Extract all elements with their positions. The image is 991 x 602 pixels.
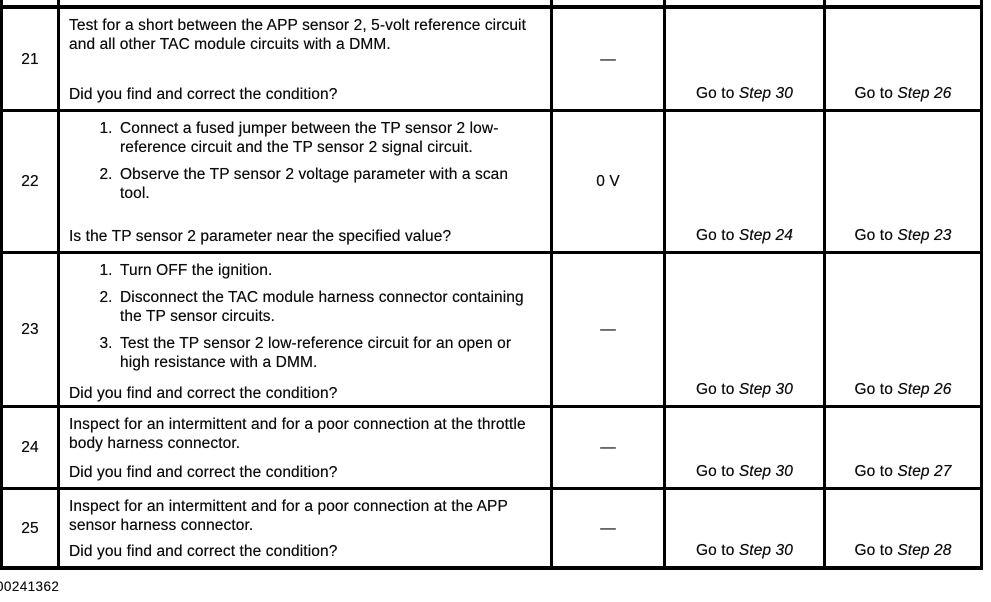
yes-goto-text: Go to Step 30	[696, 463, 793, 480]
no-step-ref: Step 23	[897, 227, 952, 244]
action-paragraph: Inspect for an intermittent and for a po…	[69, 416, 526, 452]
value-text: —	[600, 321, 616, 338]
action-paragraph: Test for a short between the APP sensor …	[69, 17, 527, 53]
figure-id-text: 00241362	[0, 579, 60, 594]
action-list: Connect a fused jumper between the TP se…	[69, 119, 540, 203]
step-number: 22	[21, 173, 39, 190]
step-number-cell: 25	[3, 490, 60, 566]
stub-value-cell	[553, 0, 666, 5]
step-number: 23	[21, 321, 39, 338]
yes-step-ref: Step 30	[738, 381, 793, 398]
no-cell: Go to Step 28	[826, 490, 983, 566]
previous-row-stub	[3, 0, 983, 9]
action-list: Turn OFF the ignition. Disconnect the TAC…	[69, 261, 540, 372]
step-number: 25	[21, 519, 39, 537]
no-goto-text: Go to Step 27	[854, 463, 952, 480]
no-step-ref: Step 27	[897, 463, 952, 480]
value-text: —	[600, 50, 616, 68]
stub-no-cell	[826, 0, 983, 5]
no-cell: Go to Step 27	[826, 408, 983, 487]
yes-step-ref: Step 30	[738, 542, 793, 559]
no-goto-text: Go to Step 26	[854, 381, 952, 398]
question-text: Did you find and correct the condition?	[69, 385, 338, 402]
no-cell: Go to Step 23	[826, 112, 983, 251]
yes-step-ref: Step 30	[738, 85, 793, 102]
yes-cell: Go to Step 24	[666, 112, 826, 251]
table-rows: 21 Test for a short between the APP sens…	[3, 9, 983, 570]
action-instructions: Inspect for an intermittent and for a po…	[69, 415, 540, 453]
no-goto-text: Go to Step 26	[854, 85, 952, 102]
step-number-cell: 23	[3, 254, 60, 405]
action-cell: Test for a short between the APP sensor …	[60, 9, 553, 109]
yes-cell: Go to Step 30	[666, 408, 826, 487]
action-instructions: Turn OFF the ignition. Disconnect the TAC…	[69, 261, 540, 380]
no-step-ref: Step 26	[897, 381, 952, 398]
yes-cell: Go to Step 30	[666, 490, 826, 566]
value-cell: —	[553, 254, 666, 405]
diagnostic-table: 21 Test for a short between the APP sens…	[0, 0, 983, 570]
table-row: 21 Test for a short between the APP sens…	[3, 9, 983, 112]
yes-goto-text: Go to Step 30	[696, 542, 793, 559]
no-cell: Go to Step 26	[826, 254, 983, 405]
stub-action-cell	[60, 0, 553, 5]
value-cell: —	[553, 408, 666, 487]
value-cell: 0 V	[553, 112, 666, 251]
no-step-ref: Step 28	[897, 542, 952, 559]
action-list-item: Connect a fused jumper between the TP se…	[117, 119, 524, 157]
value-cell: —	[553, 9, 666, 109]
action-instructions: Connect a fused jumper between the TP se…	[69, 119, 540, 211]
no-goto-text: Go to Step 23	[854, 227, 952, 244]
action-paragraph: Inspect for an intermittent and for a po…	[69, 498, 508, 534]
step-number: 24	[21, 439, 39, 456]
step-number-cell: 21	[3, 9, 60, 109]
step-number-cell: 24	[3, 408, 60, 487]
yes-goto-text: Go to Step 30	[696, 85, 793, 102]
yes-step-ref: Step 30	[738, 463, 793, 480]
action-list-item: Turn OFF the ignition.	[117, 261, 524, 280]
action-cell: Inspect for an intermittent and for a po…	[60, 408, 553, 487]
yes-cell: Go to Step 30	[666, 254, 826, 405]
action-instructions: Inspect for an intermittent and for a po…	[69, 497, 540, 535]
yes-cell: Go to Step 30	[666, 9, 826, 109]
table-row: 22 Connect a fused jumper between the TP…	[3, 112, 983, 254]
stub-yes-cell	[666, 0, 826, 5]
action-list-item: Test the TP sensor 2 low-reference circu…	[117, 334, 524, 372]
table-row: 24 Inspect for an intermittent and for a…	[3, 408, 983, 490]
no-cell: Go to Step 26	[826, 9, 983, 109]
stub-step-cell	[3, 0, 60, 5]
question-text: Did you find and correct the condition?	[69, 464, 338, 481]
table-row: 23 Turn OFF the ignition. Disconnect the …	[3, 254, 983, 408]
question-text: Is the TP sensor 2 parameter near the sp…	[69, 228, 452, 245]
step-number: 21	[21, 50, 39, 68]
value-text: —	[600, 519, 616, 537]
question-text: Did you find and correct the condition?	[69, 86, 338, 103]
yes-goto-text: Go to Step 30	[696, 381, 793, 398]
action-instructions: Test for a short between the APP sensor …	[69, 16, 540, 54]
action-list-item: Observe the TP sensor 2 voltage paramete…	[117, 165, 524, 203]
question-text: Did you find and correct the condition?	[69, 543, 338, 560]
action-list-item: Disconnect the TAC module harness connec…	[117, 288, 524, 326]
action-cell: Connect a fused jumper between the TP se…	[60, 112, 553, 251]
yes-goto-text: Go to Step 24	[696, 227, 793, 244]
no-goto-text: Go to Step 28	[854, 542, 952, 559]
action-cell: Turn OFF the ignition. Disconnect the TAC…	[60, 254, 553, 405]
no-step-ref: Step 26	[897, 85, 952, 102]
yes-step-ref: Step 24	[738, 227, 793, 244]
action-cell: Inspect for an intermittent and for a po…	[60, 490, 553, 566]
value-text: 0 V	[596, 173, 620, 190]
value-text: —	[600, 439, 616, 456]
value-cell: —	[553, 490, 666, 566]
step-number-cell: 22	[3, 112, 60, 251]
table-row: 25 Inspect for an intermittent and for a…	[3, 490, 983, 570]
